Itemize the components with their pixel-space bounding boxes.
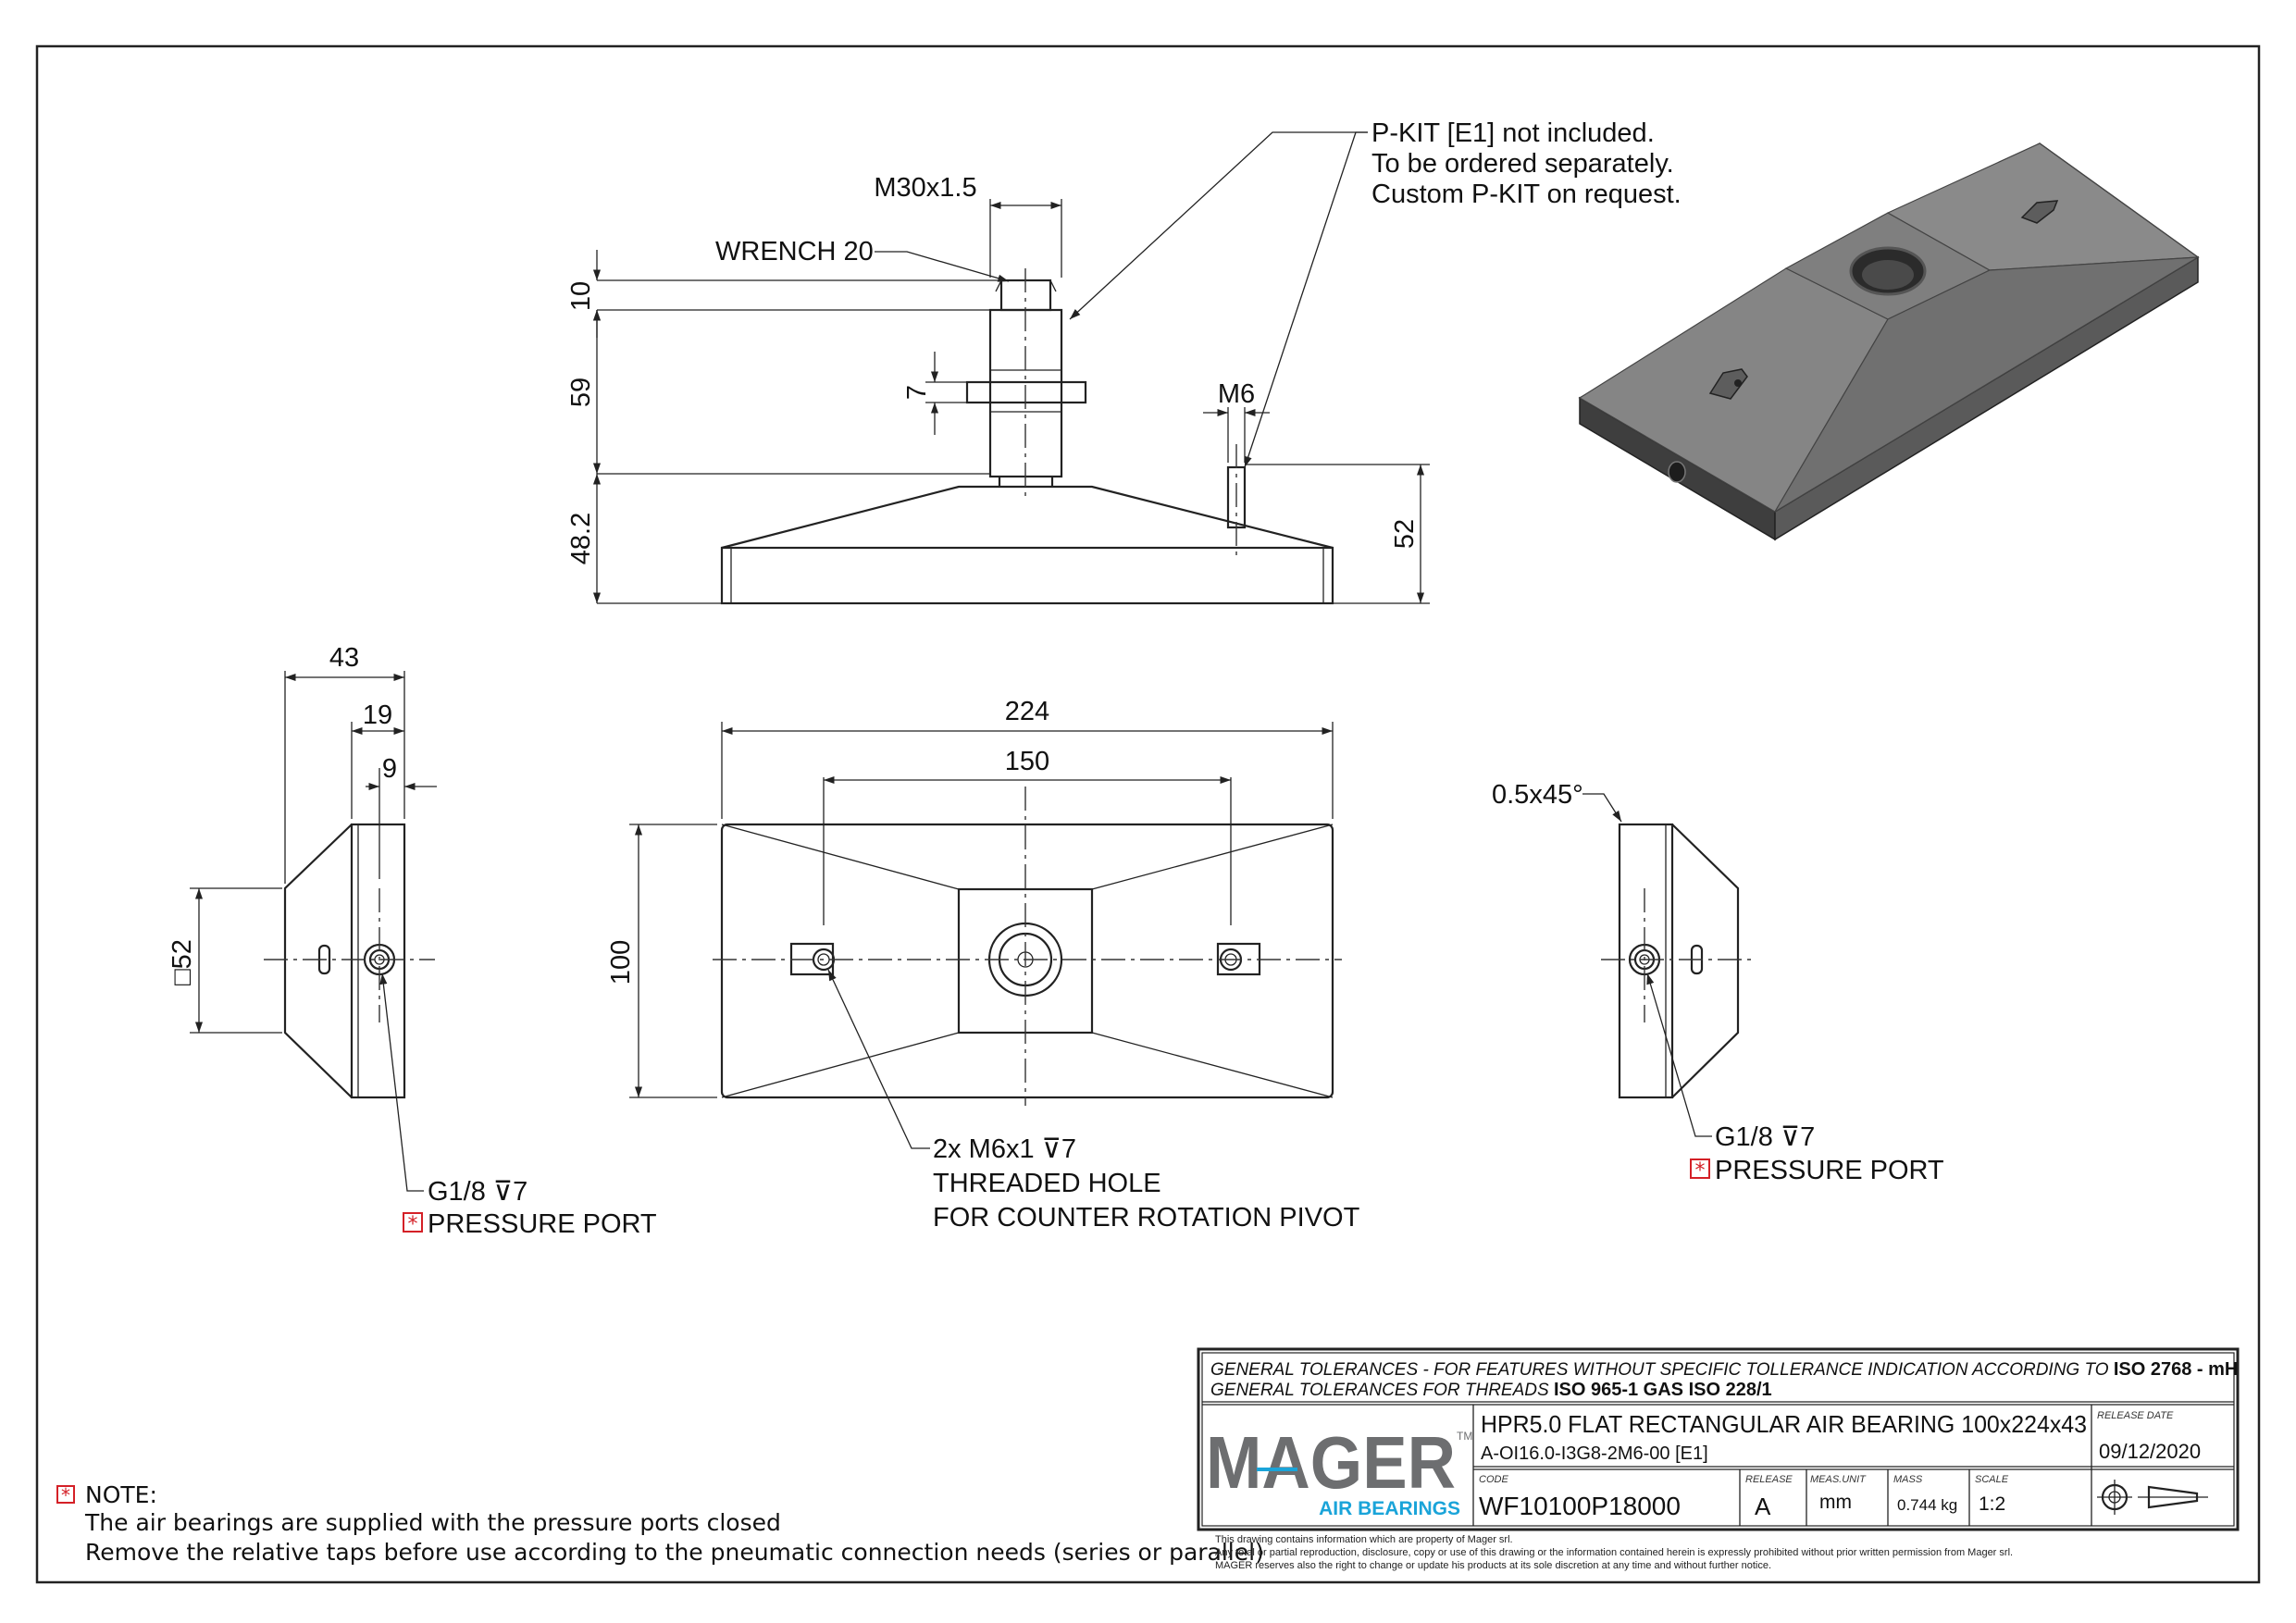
svg-text:*: * xyxy=(61,1484,70,1506)
release-date-label: RELEASE DATE xyxy=(2097,1410,2174,1421)
dim-100: 100 xyxy=(606,940,636,985)
release: A xyxy=(1755,1493,1771,1520)
footer-line2: Any total or partial reproduction, discl… xyxy=(1215,1547,2013,1558)
dim-sq52: □52 xyxy=(168,939,197,985)
note-line1: The air bearings are supplied with the p… xyxy=(84,1509,781,1536)
footer-line3: MAGER reserves also the right to change … xyxy=(1215,1560,1771,1571)
logo-tm: TM xyxy=(1457,1430,1472,1443)
dim-7: 7 xyxy=(902,385,932,400)
note-title: NOTE: xyxy=(85,1481,157,1508)
scale-label: SCALE xyxy=(1975,1474,2009,1485)
note-block: * NOTE: The air bearings are supplied wi… xyxy=(56,1481,1264,1566)
code-label: CODE xyxy=(1479,1474,1508,1485)
tol-line1-bold: ISO 2768 - mH xyxy=(2114,1359,2239,1380)
kit-note-line3: Custom P-KIT on request. xyxy=(1371,180,1682,209)
sheet-border xyxy=(35,44,2261,1584)
tol-line2-bold: ISO 965-1 GAS ISO 228/1 xyxy=(1554,1380,1772,1400)
right-port-note: PRESSURE PORT xyxy=(1715,1156,1944,1185)
dim-10: 10 xyxy=(566,281,596,311)
kit-note-line1: P-KIT [E1] not included. xyxy=(1371,118,1655,148)
logo-text: MAGER xyxy=(1206,1421,1456,1504)
left-side-view: 43 19 9 □52 G1/8 ⊽7 * PRESSURE PORT xyxy=(168,643,657,1239)
dim-224: 224 xyxy=(1005,697,1049,726)
svg-text:GENERAL TOLERANCES FOR THREADS: GENERAL TOLERANCES FOR THREADS ISO 965-1… xyxy=(1210,1380,1772,1400)
dim-43: 43 xyxy=(329,643,359,673)
front-view: 10 59 48.2 7 52 M30x1.5 M6 WRENCH 20 P-K… xyxy=(566,118,1682,605)
isometric-model xyxy=(1578,142,2200,541)
code: WF10100P18000 xyxy=(1479,1492,1681,1520)
footer-line1: This drawing contains information which … xyxy=(1215,1534,1513,1545)
title-block: GENERAL TOLERANCES - FOR FEATURES WITHOU… xyxy=(1197,1347,2240,1571)
note-star-icon xyxy=(56,1485,75,1504)
hole-label-line2: THREADED HOLE xyxy=(933,1169,1161,1198)
release-date: 09/12/2020 xyxy=(2099,1440,2201,1463)
m6-label: M6 xyxy=(1218,379,1255,409)
unit: mm xyxy=(1819,1492,1852,1513)
tol-line2-prefix: GENERAL TOLERANCES FOR THREADS xyxy=(1210,1381,1549,1400)
hole-label-line3: FOR COUNTER ROTATION PIVOT xyxy=(933,1203,1360,1233)
dim-150: 150 xyxy=(1005,747,1049,776)
dim-52: 52 xyxy=(1390,519,1420,549)
dim-59: 59 xyxy=(566,378,596,407)
wrench-label: WRENCH 20 xyxy=(715,237,874,266)
product-ref: A-OI16.0-I3G8-2M6-00 [E1] xyxy=(1481,1443,1708,1464)
right-side-view: 0.5x45° G1/8 ⊽7 * PRESSURE PORT xyxy=(1492,780,1944,1185)
left-port-label: G1/8 ⊽7 xyxy=(428,1177,527,1207)
release-label: RELEASE xyxy=(1745,1474,1793,1485)
projection-symbol-icon xyxy=(2097,1480,2208,1515)
tol-line1-prefix: GENERAL TOLERANCES - FOR FEATURES WITHOU… xyxy=(1210,1360,2109,1380)
right-star-icon xyxy=(1690,1158,1710,1179)
dim-48-2: 48.2 xyxy=(566,513,596,564)
dim-9: 9 xyxy=(382,754,397,784)
note-line2: Remove the relative taps before use acco… xyxy=(85,1539,1264,1566)
mass: 0.744 kg xyxy=(1897,1496,1957,1514)
svg-text:*: * xyxy=(408,1213,418,1236)
svg-text:*: * xyxy=(1695,1159,1706,1183)
left-star-icon xyxy=(403,1212,423,1233)
top-view: 224 150 100 2x M6x1 ⊽7 THREADED HOLE FOR… xyxy=(606,697,1360,1233)
svg-text:GENERAL TOLERANCES - FOR FEATU: GENERAL TOLERANCES - FOR FEATURES WITHOU… xyxy=(1210,1359,2238,1380)
chamfer-label: 0.5x45° xyxy=(1492,780,1583,810)
scale: 1:2 xyxy=(1979,1493,2005,1515)
hole-label-line1: 2x M6x1 ⊽7 xyxy=(933,1134,1076,1164)
right-port-label: G1/8 ⊽7 xyxy=(1715,1122,1815,1152)
left-port-note: PRESSURE PORT xyxy=(428,1209,657,1239)
kit-note-line2: To be ordered separately. xyxy=(1371,149,1674,179)
mager-logo: MAGER TM AIR BEARINGS xyxy=(1206,1421,1472,1519)
unit-label: MEAS.UNIT xyxy=(1810,1474,1867,1485)
logo-sub: AIR BEARINGS xyxy=(1319,1498,1460,1519)
product-title: HPR5.0 FLAT RECTANGULAR AIR BEARING 100x… xyxy=(1481,1410,2087,1438)
mass-label: MASS xyxy=(1893,1474,1923,1485)
thread-label: M30x1.5 xyxy=(874,173,976,203)
dim-19: 19 xyxy=(363,700,392,730)
